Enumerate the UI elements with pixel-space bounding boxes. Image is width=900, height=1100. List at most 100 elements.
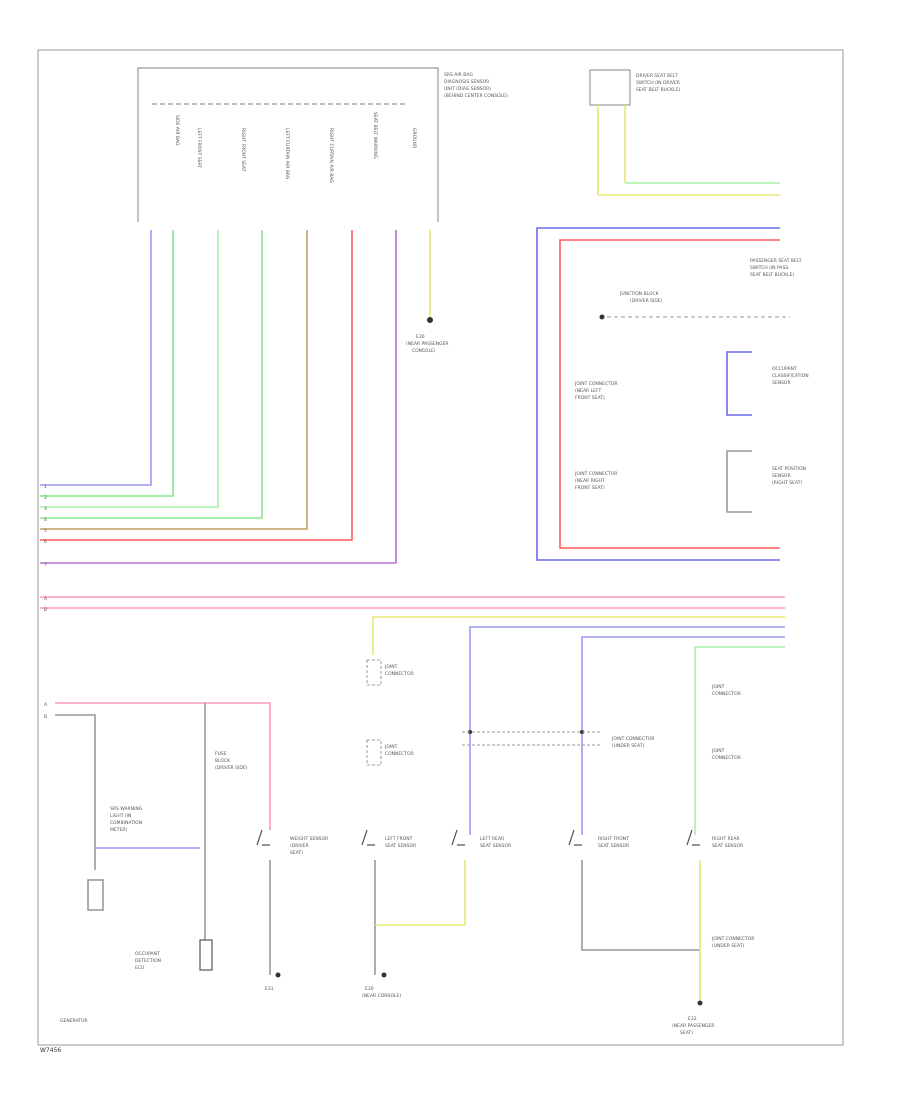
svg-text:B: B bbox=[44, 714, 47, 720]
svg-text:JOINT: JOINT bbox=[711, 684, 725, 690]
svg-text:JOINT CONNECTOR: JOINT CONNECTOR bbox=[574, 471, 618, 477]
svg-text:6: 6 bbox=[44, 539, 47, 545]
svg-text:(NEAR LEFT: (NEAR LEFT bbox=[575, 388, 601, 394]
svg-text:BLOCK: BLOCK bbox=[215, 758, 231, 764]
svg-text:2: 2 bbox=[44, 495, 47, 501]
svg-text:COMBINATION: COMBINATION bbox=[110, 820, 142, 826]
svg-text:E30: E30 bbox=[416, 334, 425, 340]
svg-text:E30: E30 bbox=[365, 986, 374, 992]
connector-dots bbox=[275, 730, 703, 1006]
ground-label-left: E30 (NEAR PASSENGER CONSOLE) bbox=[406, 334, 448, 354]
svg-text:SEAT SENSOR: SEAT SENSOR bbox=[385, 843, 416, 849]
svg-text:JUNCTION BLOCK: JUNCTION BLOCK bbox=[619, 291, 660, 297]
svg-text:DETECTION: DETECTION bbox=[135, 958, 161, 964]
ground-point-left bbox=[427, 317, 433, 323]
svg-text:DRIVER SEAT BELT: DRIVER SEAT BELT bbox=[636, 73, 678, 79]
svg-text:DIAGNOSIS SENSOR: DIAGNOSIS SENSOR bbox=[444, 79, 489, 85]
airbag-sensor-connector bbox=[137, 67, 439, 222]
svg-text:WEIGHT SENSOR: WEIGHT SENSOR bbox=[290, 836, 328, 842]
svg-text:SRS WARNING: SRS WARNING bbox=[110, 806, 143, 812]
svg-text:7: 7 bbox=[44, 562, 47, 568]
svg-text:OCCUPANT: OCCUPANT bbox=[772, 366, 797, 372]
right-mid-labels: PASSENGER SEAT BELT SWITCH (IN PASS. SEA… bbox=[574, 258, 809, 491]
svg-text:JOINT: JOINT bbox=[711, 748, 725, 754]
svg-text:ECU: ECU bbox=[135, 965, 144, 971]
svg-text:RIGHT FRONT SEAT: RIGHT FRONT SEAT bbox=[240, 128, 246, 172]
svg-text:SIDE AIR BAG: SIDE AIR BAG bbox=[174, 115, 180, 146]
svg-text:SEAT BELT WARNING: SEAT BELT WARNING bbox=[372, 112, 378, 159]
svg-text:OCCUPANT: OCCUPANT bbox=[135, 951, 160, 957]
left-bus-labels: 1 2 3 4 5 6 7 A B A B bbox=[44, 484, 48, 720]
svg-text:SRS AIR BAG: SRS AIR BAG bbox=[444, 72, 473, 78]
svg-text:(DRIVER: (DRIVER bbox=[290, 843, 309, 849]
svg-text:SWITCH (IN DRIVER: SWITCH (IN DRIVER bbox=[636, 80, 680, 86]
svg-text:GROUND: GROUND bbox=[411, 128, 417, 149]
svg-text:CLASSIFICATION: CLASSIFICATION bbox=[772, 373, 809, 379]
svg-text:GENERATOR: GENERATOR bbox=[60, 1018, 88, 1024]
svg-text:(DRIVER SIDE): (DRIVER SIDE) bbox=[215, 765, 248, 771]
svg-text:JOINT: JOINT bbox=[384, 664, 398, 670]
svg-text:1: 1 bbox=[44, 484, 47, 490]
svg-text:CONNECTOR: CONNECTOR bbox=[712, 755, 741, 761]
dashed-connectors bbox=[366, 659, 600, 766]
airbag-vertical-wires bbox=[40, 230, 431, 564]
right-mid-splice bbox=[599, 314, 605, 320]
bottom-labels: SRS WARNING LIGHT (IN COMBINATION METER)… bbox=[60, 664, 755, 1036]
diagram-frame bbox=[37, 49, 844, 1046]
svg-text:SEAT): SEAT) bbox=[680, 1030, 693, 1036]
svg-text:JOINT CONNECTOR: JOINT CONNECTOR bbox=[611, 736, 655, 742]
svg-text:SEAT BELT BUCKLE): SEAT BELT BUCKLE) bbox=[750, 272, 794, 278]
svg-text:PASSENGER SEAT BELT: PASSENGER SEAT BELT bbox=[750, 258, 802, 264]
svg-text:SEAT): SEAT) bbox=[290, 850, 303, 856]
svg-text:SWITCH (IN PASS.: SWITCH (IN PASS. bbox=[750, 265, 790, 271]
svg-text:SEAT BELT BUCKLE): SEAT BELT BUCKLE) bbox=[636, 87, 680, 93]
svg-text:LEFT FRONT SEAT: LEFT FRONT SEAT bbox=[196, 128, 202, 168]
svg-text:CONNECTOR: CONNECTOR bbox=[385, 671, 414, 677]
svg-text:SENSOR: SENSOR bbox=[772, 380, 791, 386]
pink-bus bbox=[40, 596, 785, 609]
svg-text:RIGHT FRONT: RIGHT FRONT bbox=[598, 836, 629, 842]
svg-text:5: 5 bbox=[44, 528, 47, 534]
svg-text:(UNDER SEAT): (UNDER SEAT) bbox=[712, 943, 744, 949]
svg-text:(NEAR PASSENGER: (NEAR PASSENGER bbox=[406, 341, 448, 347]
right-lower-bus bbox=[372, 616, 785, 835]
svg-text:JOINT: JOINT bbox=[384, 744, 398, 750]
svg-text:RIGHT REAR: RIGHT REAR bbox=[712, 836, 740, 842]
svg-text:JOINT CONNECTOR: JOINT CONNECTOR bbox=[574, 381, 618, 387]
svg-text:3: 3 bbox=[44, 506, 47, 512]
svg-text:E32: E32 bbox=[688, 1016, 697, 1022]
svg-text:(UNDER SEAT): (UNDER SEAT) bbox=[612, 743, 644, 749]
airbag-vertical-labels: SIDE AIR BAG LEFT FRONT SEAT RIGHT FRONT… bbox=[174, 112, 417, 183]
svg-text:B: B bbox=[44, 607, 47, 613]
svg-text:RIGHT CURTAIN AIR BAG: RIGHT CURTAIN AIR BAG bbox=[328, 128, 334, 183]
svg-text:(RIGHT SEAT): (RIGHT SEAT) bbox=[772, 480, 802, 486]
svg-text:CONNECTOR: CONNECTOR bbox=[712, 691, 741, 697]
svg-text:(NEAR PASSENGER: (NEAR PASSENGER bbox=[672, 1023, 714, 1029]
seatbelt-switch-label: DRIVER SEAT BELT SWITCH (IN DRIVER SEAT … bbox=[636, 73, 680, 93]
svg-text:CONSOLE): CONSOLE) bbox=[412, 348, 436, 354]
svg-text:FRONT SEAT): FRONT SEAT) bbox=[575, 485, 605, 491]
svg-text:(BEHIND CENTER CONSOLE): (BEHIND CENTER CONSOLE) bbox=[444, 93, 508, 99]
svg-text:JOINT CONNECTOR: JOINT CONNECTOR bbox=[711, 936, 755, 942]
svg-text:UNIT (DIAG SENSOR): UNIT (DIAG SENSOR) bbox=[444, 86, 491, 92]
svg-text:A: A bbox=[44, 702, 48, 708]
svg-text:FRONT SEAT): FRONT SEAT) bbox=[575, 395, 605, 401]
svg-text:E31: E31 bbox=[265, 986, 274, 992]
svg-text:(NEAR RIGHT: (NEAR RIGHT bbox=[575, 478, 605, 484]
svg-text:METER): METER) bbox=[110, 827, 127, 833]
right-mid-wires bbox=[536, 227, 790, 561]
svg-text:CONNECTOR: CONNECTOR bbox=[385, 751, 414, 757]
svg-text:(DRIVER SIDE): (DRIVER SIDE) bbox=[630, 298, 663, 304]
svg-text:FUSE: FUSE bbox=[215, 751, 227, 757]
bottom-left-wires bbox=[55, 702, 701, 1000]
figure-id: W7456 bbox=[40, 1047, 61, 1054]
svg-text:SEAT POSITION: SEAT POSITION bbox=[772, 466, 806, 472]
svg-text:A: A bbox=[44, 596, 48, 602]
seat-switches bbox=[199, 829, 700, 971]
svg-text:SENSOR: SENSOR bbox=[772, 473, 791, 479]
svg-text:SEAT SENSOR: SEAT SENSOR bbox=[598, 843, 629, 849]
svg-text:LEFT CURTAIN AIR BAG: LEFT CURTAIN AIR BAG bbox=[284, 128, 290, 180]
svg-text:4: 4 bbox=[44, 517, 47, 523]
svg-text:LEFT REAR: LEFT REAR bbox=[480, 836, 504, 842]
